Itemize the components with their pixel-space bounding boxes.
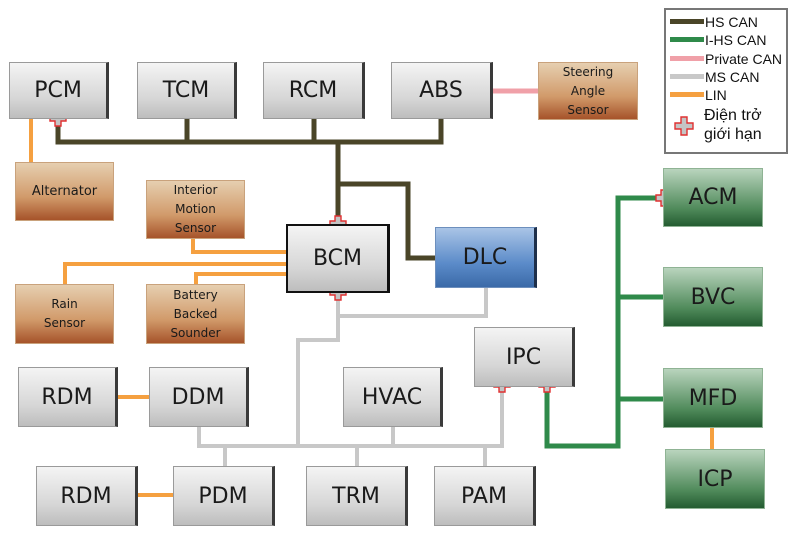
private-can-swatch-icon [670,56,704,61]
module-label: HVAC [361,384,423,410]
module-mfd[interactable]: MFD [663,368,763,428]
module-label: PCM [34,78,82,103]
legend: HS CAN I-HS CAN Private CAN MS CAN LIN Đ… [664,8,788,154]
module-label: BVC [690,284,736,310]
sensor-label-line: Sensor [174,221,217,235]
sensor-label-line: Rain [51,297,78,311]
module-label: RDM [60,483,112,509]
lin-bcm-interior [191,238,287,254]
module-bvc[interactable]: BVC [663,267,763,327]
module-label: MFD [688,385,738,411]
module-label: BCM [312,246,363,271]
ihs-can-trunk [544,195,664,449]
lin-swatch-icon [670,92,704,97]
lin-bcm-battery [194,272,287,285]
module-rdm-front[interactable]: RDM [18,367,118,427]
module-ddm[interactable]: DDM [149,367,249,427]
legend-label: Private CAN [705,50,783,67]
sensor-label: Alternator [31,184,98,199]
module-ipc[interactable]: IPC [474,327,575,387]
ms-can-bus [197,288,504,466]
module-label: RCM [288,78,338,103]
sensor-label-line: Interior [173,183,218,197]
module-label: DLC [462,245,508,270]
module-label: ABS [419,78,463,103]
module-label: PDM [198,483,248,509]
ms-can-bottom-bus [197,385,504,448]
module-pdm[interactable]: PDM [173,466,275,526]
legend-resistor-line: giới hạn [704,126,762,143]
sensor-label-line: Steering [562,64,614,79]
hs-can-trunk [55,118,444,145]
legend-item-ms-can: MS CAN [666,68,759,85]
legend-resistor-label: Điện trở giới hạn [704,106,762,144]
sensor-steering-angle[interactable]: Steering Angle Sensor [538,62,638,120]
sensor-interior-motion[interactable]: Interior Motion Sensor [146,180,245,239]
hs-can-swatch-icon [670,19,704,24]
module-label: ACM [688,185,738,210]
ms-can-bcm-dlc [336,288,488,318]
module-hvac[interactable]: HVAC [343,367,443,427]
module-label: PAM [461,483,507,509]
hs-can-bus [55,118,444,261]
module-icp[interactable]: ICP [665,449,765,509]
module-label: DDM [171,384,225,410]
legend-resistor-line: Điện trở [704,107,762,124]
legend-item-hs-can: HS CAN [666,13,758,30]
sensor-label-line: Motion [175,202,216,216]
sensor-label-line: Battery [173,287,218,302]
sensor-rain[interactable]: Rain Sensor [15,284,114,344]
sensor-label-line: Sensor [43,316,86,330]
ihs-can-bus [544,195,664,449]
legend-label: I-HS CAN [705,31,767,48]
module-pam[interactable]: PAM [434,466,536,526]
legend-label: HS CAN [705,13,758,30]
legend-item-private-can: Private CAN [666,50,782,67]
sensor-battery-backed-sounder[interactable]: Battery Backed Sounder [146,284,245,344]
lin-bcm-rain [63,262,287,285]
sensor-label-line: Sensor [567,102,609,117]
ihs-can-swatch-icon [670,37,704,42]
module-trm[interactable]: TRM [306,466,408,526]
sensor-alternator[interactable]: Alternator [15,162,114,221]
module-acm[interactable]: ACM [663,168,763,227]
sensor-label-line: Sounder [170,325,221,340]
legend-label: MS CAN [705,68,760,85]
module-label: TCM [162,78,210,103]
lin-links [29,118,714,497]
sensor-label-line: Angle [570,83,606,98]
module-bcm[interactable]: BCM [286,224,390,293]
module-rcm[interactable]: RCM [263,62,365,119]
module-rdm-rear[interactable]: RDM [36,466,138,526]
legend-item-lin: LIN [666,86,727,103]
module-label: IPC [505,344,542,370]
sensor-label-line: Backed [173,306,218,321]
module-label: ICP [697,466,733,492]
module-pcm[interactable]: PCM [9,62,109,119]
module-dlc[interactable]: DLC [435,227,537,288]
ms-can-bcm-trunk [296,316,340,446]
legend-item-ihs-can: I-HS CAN [666,31,766,48]
module-label: RDM [41,384,93,410]
ms-can-swatch-icon [670,74,704,79]
hs-can-dlc-link [338,181,436,261]
module-abs[interactable]: ABS [391,62,493,119]
module-label: TRM [332,483,380,509]
module-tcm[interactable]: TCM [137,62,237,119]
resistor-icon [674,116,694,136]
legend-label: LIN [705,86,727,103]
